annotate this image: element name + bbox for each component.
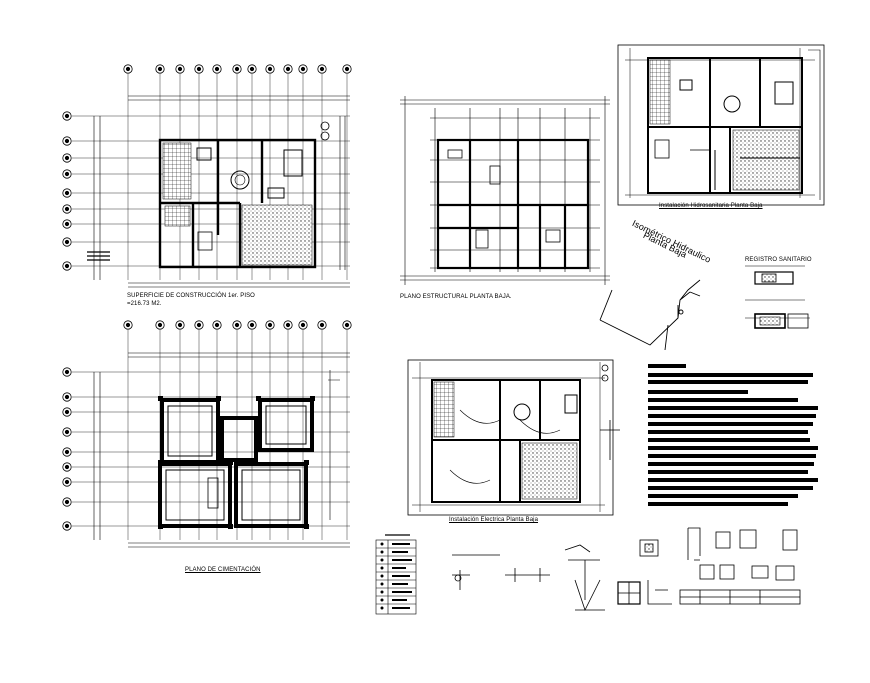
axis-bubbles-top-foundation: [123, 320, 352, 330]
structural-plan-title: PLANO ESTRUCTURAL PLANTA BAJA.: [400, 294, 512, 300]
structural-plan: [400, 96, 610, 285]
axis-bubbles-left: [62, 111, 72, 271]
foundation-plan: [62, 320, 352, 548]
specifications-text-block: [648, 364, 818, 506]
electrical-plan-title: Instalación Electrica Planta Baja: [449, 517, 539, 523]
electrical-plan: [407, 359, 620, 516]
foundation-plan-title: PLANO DE CIMENTACIÓN: [185, 567, 261, 573]
symbols-legend-table: [375, 534, 417, 615]
isometric-diagram: [599, 279, 701, 351]
architectural-plan: [62, 64, 352, 288]
axis-bubbles-top: [123, 64, 352, 74]
axis-bubbles-left-foundation: [62, 367, 72, 531]
hydro-sanitary-plan-title: Instalación Hidrosanitaria Planta Baja: [659, 203, 763, 209]
sanitary-register-title: REGISTRO SANITARIO: [745, 257, 812, 263]
ground-floor-area-value: =216.73 M2.: [127, 301, 162, 307]
ground-floor-area-label: SUPERFICIE DE CONSTRUCCIÓN 1er. PISO: [127, 293, 255, 299]
hydro-sanitary-plan: [617, 44, 825, 206]
construction-details: [452, 527, 801, 612]
sanitary-register-details: [745, 265, 810, 329]
